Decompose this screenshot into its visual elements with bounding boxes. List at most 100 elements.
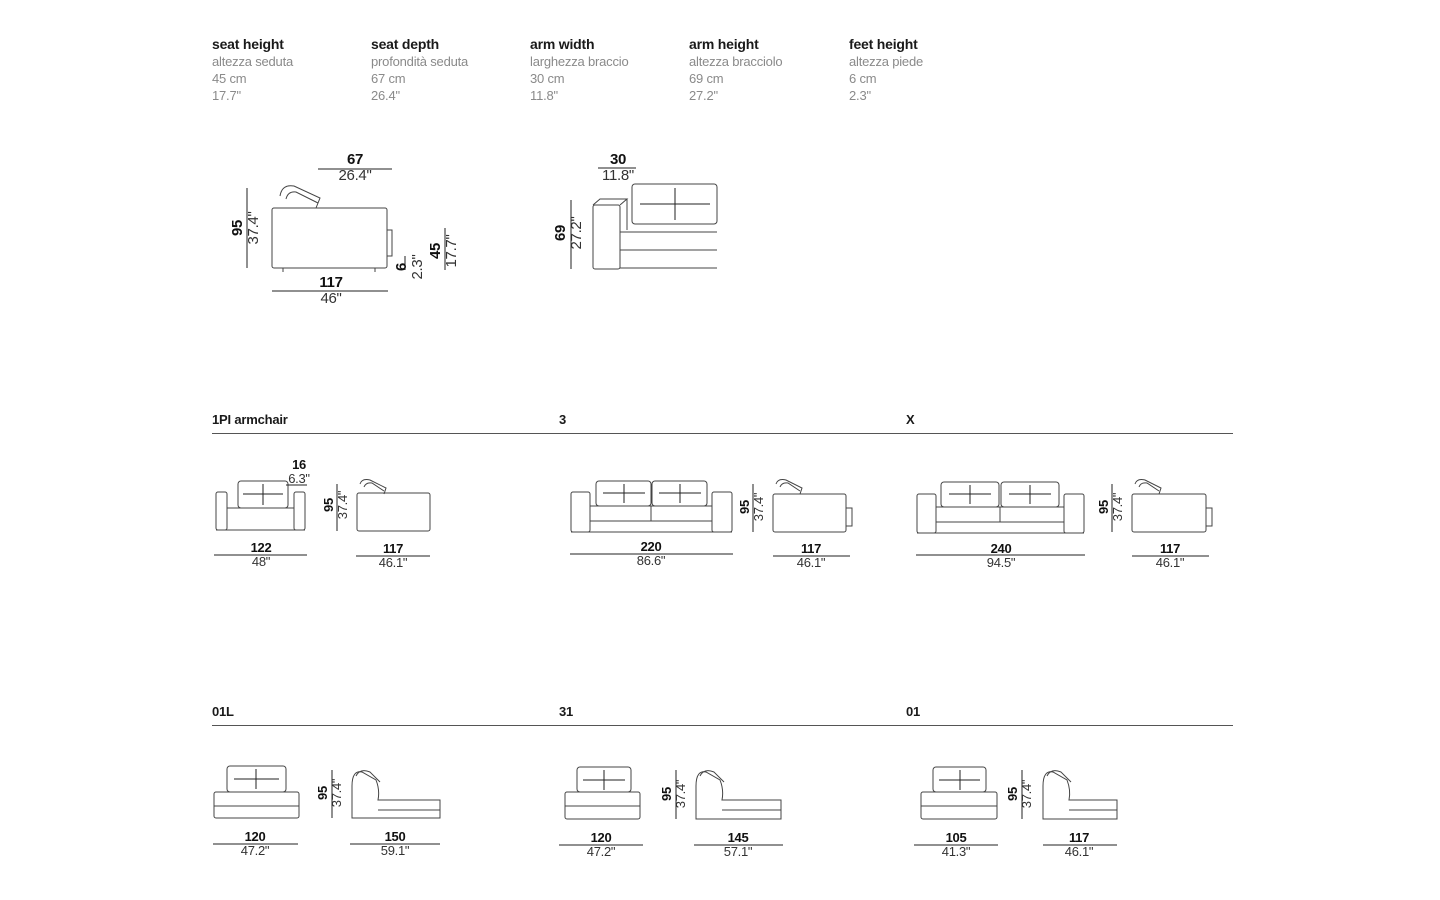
dim-in: 46.1" xyxy=(796,555,826,570)
dim-seat: 45 17.7" xyxy=(427,226,460,276)
dim-cm: 95 xyxy=(1096,500,1111,514)
dim-cm: 117 xyxy=(319,274,343,291)
dim-in: 37.4" xyxy=(751,492,766,522)
dim-cm: 95 xyxy=(1005,787,1020,801)
spec-value-cm: 30 cm xyxy=(530,71,565,86)
dim-front-width: 122 48" xyxy=(236,541,286,569)
dim-height: 95 37.4" xyxy=(1005,769,1034,819)
dim-cm: 95 xyxy=(737,500,752,514)
spec-feet-height: feet height altezza piede 6 cm 2.3" xyxy=(849,36,999,104)
dim-side-width: 117 46.1" xyxy=(1054,831,1104,859)
dim-in: 37.4" xyxy=(1110,492,1125,522)
dim-in: 41.3" xyxy=(941,844,971,859)
spec-label-it: altezza piede xyxy=(849,54,924,69)
detail-side-view xyxy=(246,168,446,292)
dim-cm: 145 xyxy=(727,830,749,845)
dim-cm: 69 xyxy=(552,224,569,242)
spec-arm-height: arm height altezza bracciolo 69 cm 27.2" xyxy=(689,36,839,104)
dim-side-width: 145 57.1" xyxy=(713,831,763,859)
spec-value-in: 26.4" xyxy=(371,88,400,103)
dim-in: 47.2" xyxy=(586,844,616,859)
dim-in: 26.4" xyxy=(338,167,372,184)
section-title-31: 31 xyxy=(559,704,574,719)
dim-cm: 95 xyxy=(229,219,246,237)
dim-in: 37.4" xyxy=(1019,779,1034,809)
dim-cm: 240 xyxy=(990,541,1012,556)
spec-value-in: 2.3" xyxy=(849,88,871,103)
spec-seat-height: seat height altezza seduta 45 cm 17.7" xyxy=(212,36,362,104)
dim-cm: 95 xyxy=(659,787,674,801)
dim-cm: 120 xyxy=(244,829,266,844)
dim-front-width: 105 41.3" xyxy=(931,831,981,859)
dim-in: 46.1" xyxy=(1155,555,1185,570)
spec-value-in: 17.7" xyxy=(212,88,241,103)
dim-in: 94.5" xyxy=(986,555,1016,570)
dim-cm: 122 xyxy=(250,540,272,555)
dim-side-width: 117 46.1" xyxy=(368,542,418,570)
dim-cm: 117 xyxy=(800,541,822,556)
dim-cm: 105 xyxy=(945,830,967,845)
dim-cm: 95 xyxy=(321,498,336,512)
section-title-3: 3 xyxy=(559,412,567,427)
section-rule xyxy=(212,433,1233,434)
dim-in: 17.7" xyxy=(443,234,460,268)
dim-front-width: 240 94.5" xyxy=(976,542,1026,570)
dim-side-width: 117 46.1" xyxy=(1145,542,1195,570)
spec-label-it: altezza seduta xyxy=(212,54,294,69)
dim-cm: 6 xyxy=(393,262,410,272)
dim-cm: 45 xyxy=(427,242,444,260)
spec-value-cm: 45 cm xyxy=(212,71,247,86)
dim-cm: 150 xyxy=(384,829,406,844)
spec-label: seat depth xyxy=(371,36,440,52)
module-31-front xyxy=(559,766,643,846)
dim-cm: 117 xyxy=(1068,830,1090,845)
dim-in: 47.2" xyxy=(240,843,270,858)
dim-in: 46" xyxy=(320,290,342,307)
sofa-3-front xyxy=(570,480,733,555)
dim-in: 46.1" xyxy=(1064,844,1094,859)
dim-front-width: 120 47.2" xyxy=(576,831,626,859)
dim-in: 48" xyxy=(251,554,271,569)
spec-label-it: profondità seduta xyxy=(371,54,469,69)
dim-height: 95 37.4" xyxy=(229,198,262,258)
dim-in: 46.1" xyxy=(378,555,408,570)
module-01l-side xyxy=(331,770,441,845)
section-title-1pi: 1PI armchair xyxy=(212,412,288,427)
armchair-1pi-side xyxy=(336,479,431,557)
spec-value-cm: 69 cm xyxy=(689,71,724,86)
dim-height: 95 37.4" xyxy=(737,482,766,532)
dim-arm-height: 69 27.2" xyxy=(552,203,585,263)
sofa-x-front xyxy=(916,481,1085,556)
spec-label: arm width xyxy=(530,36,595,52)
dim-cm: 120 xyxy=(590,830,612,845)
spec-label: feet height xyxy=(849,36,918,52)
dim-front-width: 120 47.2" xyxy=(230,830,280,858)
spec-value-in: 27.2" xyxy=(689,88,718,103)
dim-cm: 30 xyxy=(609,151,627,168)
dim-height: 95 37.4" xyxy=(659,769,688,819)
dim-height: 95 37.4" xyxy=(315,768,344,818)
dim-in: 27.2" xyxy=(568,216,585,250)
spec-seat-depth: seat depth profondità seduta 67 cm 26.4" xyxy=(371,36,521,104)
module-01-side xyxy=(1021,770,1118,846)
dim-in: 37.4" xyxy=(245,211,262,245)
dim-front-width: 220 86.6" xyxy=(626,540,676,568)
dim-cm: 117 xyxy=(382,541,404,556)
spec-label-it: altezza bracciolo xyxy=(689,54,783,69)
section-title-x: X xyxy=(906,412,915,427)
spec-value-cm: 6 cm xyxy=(849,71,877,86)
dim-side-width: 150 59.1" xyxy=(370,830,420,858)
dim-in: 37.4" xyxy=(673,779,688,809)
module-01-front xyxy=(914,766,998,846)
detail-arm-view xyxy=(570,167,718,270)
dim-arm-width: 30 11.8" xyxy=(593,152,643,184)
module-01l-front xyxy=(213,765,300,845)
dim-cm: 16 xyxy=(292,457,306,472)
sofa-x-side xyxy=(1111,479,1213,557)
dim-length: 117 46" xyxy=(306,275,356,307)
armchair-1pi-front xyxy=(214,480,307,556)
dim-cm: 117 xyxy=(1159,541,1181,556)
spec-value-cm: 67 cm xyxy=(371,71,406,86)
spec-label: arm height xyxy=(689,36,759,52)
